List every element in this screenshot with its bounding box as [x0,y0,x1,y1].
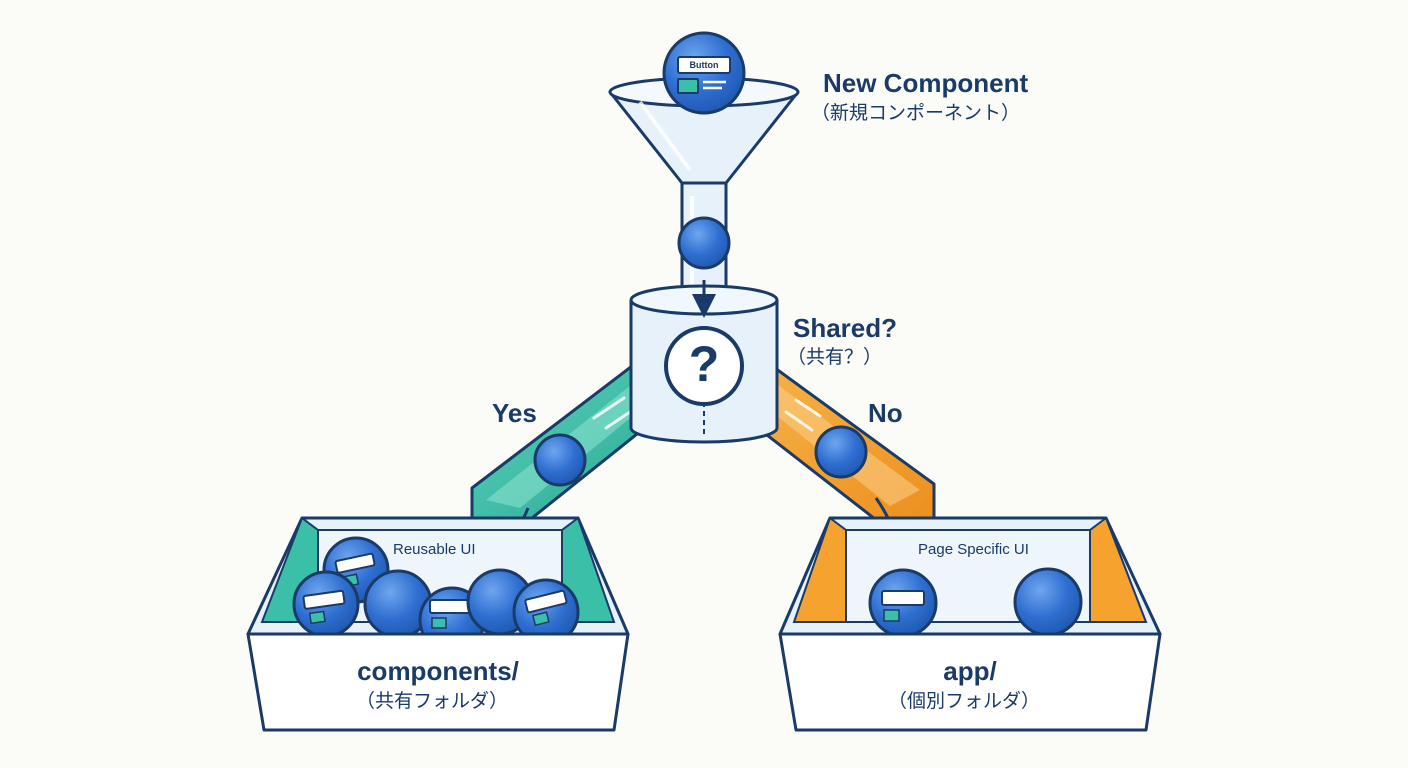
input-subtitle: （新規コンポーネント） [811,102,1021,124]
page-specific-card-ball [868,568,938,638]
ball-on-no-slide [814,425,868,479]
left-bin [246,516,630,732]
question-symbol: ? [688,336,720,392]
right-bin [778,516,1162,732]
page-specific-plain-ball [1013,567,1083,637]
ball-in-tube [677,216,731,270]
input-title: New Component [823,68,1029,98]
left-bin-subtitle: （共有フォルダ） [355,690,509,712]
reusable-card-ball [512,578,580,646]
decision-question-sub: （共有？） [787,346,883,368]
decision-question: Shared? [793,313,898,343]
button-ball-label: Button [689,60,719,70]
button-component-ball [662,31,746,115]
right-bin-subtitle: （個別フォルダ） [887,690,1041,712]
right-bin-title: app/ [943,656,997,686]
no-label: No [868,398,903,428]
left-bin-title: components/ [357,656,519,686]
question-circle [664,326,744,406]
yes-label: Yes [492,398,537,428]
ball-on-yes-slide [533,433,587,487]
left-bin-panel-label: Reusable UI [393,541,476,558]
right-bin-panel-label: Page Specific UI [918,541,1029,558]
reusable-card-ball [292,570,360,638]
